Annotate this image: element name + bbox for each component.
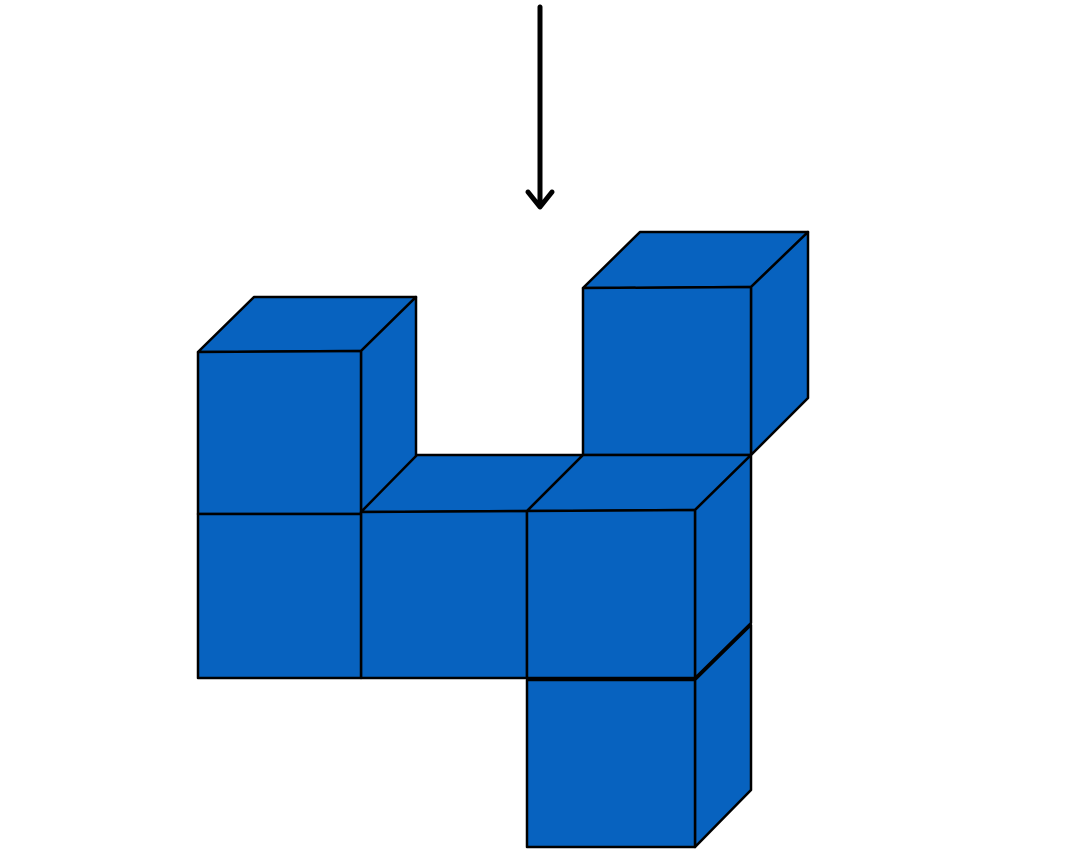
cube-front-face <box>359 509 529 680</box>
cube-hanging-lower <box>525 623 753 849</box>
cube-front-face <box>581 285 753 457</box>
cube-top-left-upper <box>196 295 418 516</box>
down-arrow-icon <box>525 4 555 210</box>
cube-front-face <box>525 508 697 680</box>
cube-bottom-left <box>196 512 363 680</box>
cube-top-right-upper <box>581 230 810 457</box>
cube-bottom-right <box>525 453 753 680</box>
cube-front-face <box>196 512 363 680</box>
cube-front-face <box>196 349 363 516</box>
cube-front-face <box>525 678 697 849</box>
